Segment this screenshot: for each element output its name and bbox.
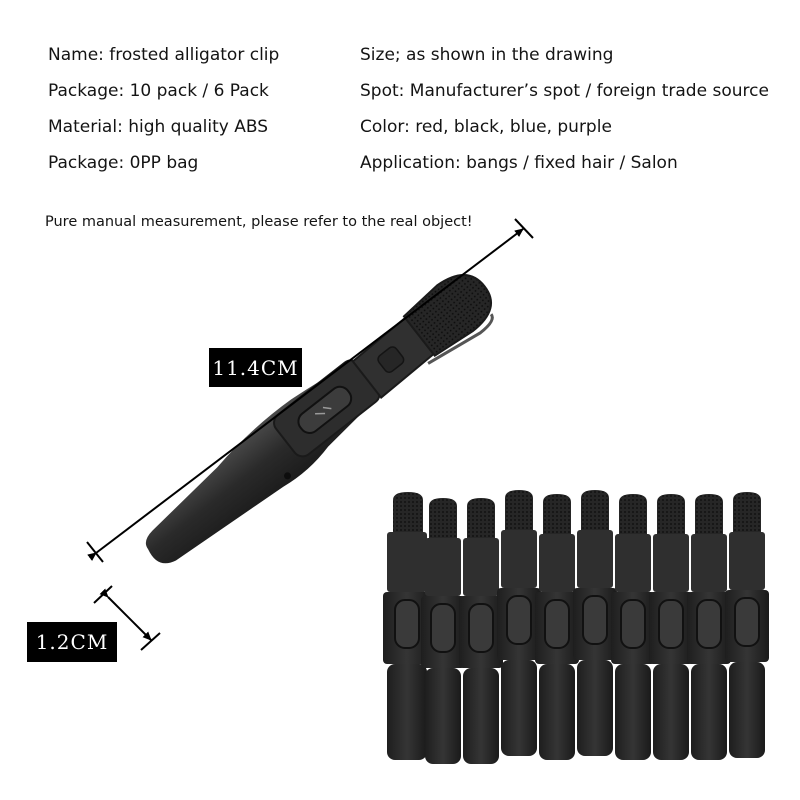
spec-application: Application: bangs / fixed hair / Salon — [360, 153, 678, 173]
width-dimension-arrow — [93, 585, 161, 651]
spec-size: Size; as shown in the drawing — [360, 45, 614, 65]
length-dimension-arrow — [86, 218, 534, 563]
length-label: 11.4CM — [209, 348, 302, 387]
clip-group-image — [383, 490, 769, 764]
spec-color: Color: red, black, blue, purple — [360, 117, 612, 137]
measurement-note: Pure manual measurement, please refer to… — [45, 214, 473, 230]
spec-package-bag: Package: 0PP bag — [48, 153, 199, 173]
spec-spot: Spot: Manufacturer’s spot / foreign trad… — [360, 81, 769, 101]
width-label: 1.2CM — [27, 622, 117, 662]
spec-material: Material: high quality ABS — [48, 117, 269, 137]
spec-name: Name: frosted alligator clip — [48, 45, 280, 65]
spec-package-count: Package: 10 pack / 6 Pack — [48, 81, 269, 101]
